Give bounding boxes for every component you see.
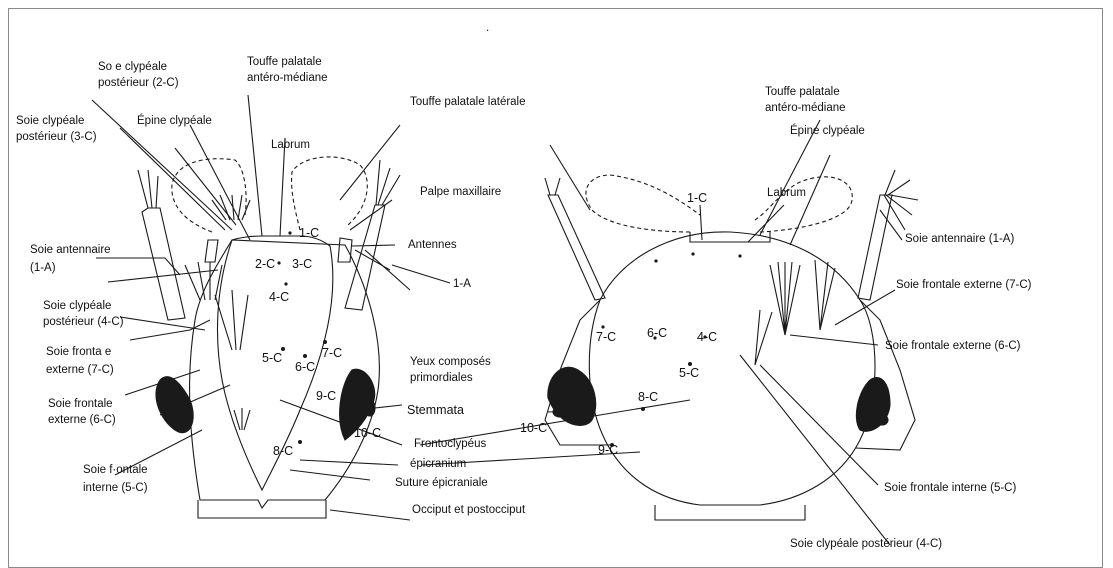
label-soie-frontale-int-line2: interne (5-C) xyxy=(83,481,148,496)
code-left-2c: 2-C xyxy=(255,257,275,271)
label-right-soie-posterieur-4c: Soie clypéale postérieur (4-C) xyxy=(790,537,942,552)
code-left-5c: 5-C xyxy=(262,351,282,365)
label-palpe-maxillaire: Palpe maxillaire xyxy=(420,185,501,200)
label-right-soie-frontale-int5: Soie frontale interne (5-C) xyxy=(884,481,1016,496)
label-soie-posterieur-3c-line2: postérieur (3-C) xyxy=(16,130,97,145)
code-left-1c: 1-C xyxy=(299,226,319,240)
label-right-soie-frontale-ext6: Soie frontale externe (6-C) xyxy=(885,339,1021,354)
label-labrum-left: Labrum xyxy=(271,138,310,153)
label-touffe-antero-mediane-line2: antéro-médiane xyxy=(247,71,328,86)
label-antennes: Antennes xyxy=(408,238,457,253)
label-stemmata: Stemmata xyxy=(407,403,464,418)
label-soie-posterieur-4c-line2: postérieur (4-C) xyxy=(43,315,124,330)
label-soie-frontale-int-line1: Soie f·ontale xyxy=(83,463,148,478)
label-soie-antennaire-line1: Soie antennaire xyxy=(30,243,111,258)
left-head-drawing xyxy=(92,95,450,520)
code-left-10c: 10-C xyxy=(354,426,381,440)
left-maxillary-palp xyxy=(338,238,352,262)
label-yeux-composes-line2: primordiales xyxy=(410,371,473,386)
left-stemmata xyxy=(365,400,375,416)
label-right-soie-frontale-ext7: Soie frontale externe (7-C) xyxy=(896,278,1032,293)
label-soie-frontale-ext6-line1: Soie frontale xyxy=(48,397,113,412)
left-leader-lines xyxy=(92,95,450,520)
code-right-6c: 6-C xyxy=(647,326,667,340)
code-right-1c: 1-C xyxy=(687,191,707,205)
right-head-drawing xyxy=(420,120,918,545)
code-right-9c: 9-C xyxy=(598,443,618,457)
label-frontoclypeus: Frontoclypéus xyxy=(414,437,486,452)
label-soie-posterieur-2c-line2: postérieur (2-C) xyxy=(98,76,179,91)
right-head-outline xyxy=(589,232,875,505)
code-right-5c: 5-C xyxy=(679,366,699,380)
right-antenna-right xyxy=(858,195,892,300)
left-compound-eye-left xyxy=(156,377,193,433)
label-right-touffe-antero-line1: Touffe palatale xyxy=(765,85,840,100)
label-suture-epicraniale: Suture épicraniale xyxy=(395,476,488,491)
label-epicranium: épicranium xyxy=(410,457,466,472)
label-soie-posterieur-3c-line1: Soie clypéale xyxy=(16,114,84,129)
label-soie-frontale-ext7-line2: externe (7-C) xyxy=(46,363,114,378)
code-left-8c: 8-C xyxy=(273,444,293,458)
label-right-labrum: Labrum xyxy=(767,186,806,201)
code-left-3c: 3-C xyxy=(292,257,312,271)
label-right-touffe-antero-line2: antéro-médiane xyxy=(765,101,846,116)
label-right-soie-antennaire: Soie antennaire (1-A) xyxy=(905,232,1014,247)
label-yeux-composes-line1: Yeux composés xyxy=(410,355,491,370)
right-setae-tufts xyxy=(755,260,835,365)
label-soie-posterieur-2c-line1: So e clypéale xyxy=(98,60,167,75)
label-1a: 1-A xyxy=(453,277,471,292)
code-right-8c: 8-C xyxy=(638,390,658,404)
label-soie-frontale-ext7-line1: Soie fronta e xyxy=(46,345,111,360)
left-occiput xyxy=(198,500,326,518)
code-left-4c: 4-C xyxy=(269,290,289,304)
code-right-10c: 10-C xyxy=(520,421,547,435)
label-epine-clypeale-left: Épine clypéale xyxy=(137,114,212,129)
label-touffe-laterale: Touffe palatale latérale xyxy=(410,95,526,110)
label-soie-frontale-ext6-line2: externe (6-C) xyxy=(48,413,116,428)
label-right-epine-clypeale: Épine clypéale xyxy=(790,124,865,139)
label-soie-posterieur-4c-line1: Soie clypéale xyxy=(43,299,111,314)
code-left-9c: 9-C xyxy=(316,389,336,403)
right-palatal-brush xyxy=(586,175,700,232)
stray-mark: . xyxy=(486,21,489,36)
label-touffe-antero-mediane-line1: Touffe palatale xyxy=(247,55,322,70)
code-right-4c: 4-C xyxy=(697,330,717,344)
code-left-7c: 7-C xyxy=(322,346,342,360)
right-antenna-left xyxy=(548,195,605,300)
left-palatal-brush xyxy=(172,159,246,232)
code-right-7c: 7-C xyxy=(596,330,616,344)
label-occiput: Occiput et postocciput xyxy=(412,503,525,518)
right-stemmata-right xyxy=(876,415,888,425)
code-left-6c: 6-C xyxy=(295,360,315,374)
left-antenna-left xyxy=(142,208,185,320)
label-soie-antennaire-line2: (1-A) xyxy=(30,261,56,276)
